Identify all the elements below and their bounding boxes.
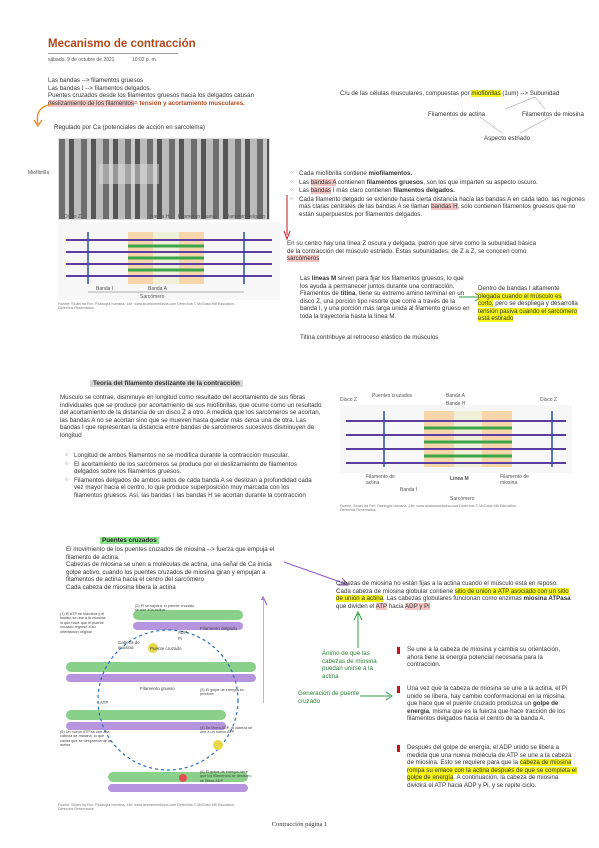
teoria-bullet-2: El acortamiento de los sarcómeros se pro… [65, 461, 316, 476]
puentes-label: Puentes cruzados [372, 393, 413, 399]
disco-z-label-3: Disco Z [540, 397, 557, 403]
banda-h-label: Banda H [150, 214, 170, 220]
cycle-step-1: (1) El ATP se hidroliza y el fosfato se … [60, 612, 107, 634]
teoria-bullet-3: Filamentos delgados de ambos lados de ca… [65, 477, 316, 500]
sarcomero-label-2: Sarcómero [450, 496, 475, 502]
bullet-1: Cada miofibrilla contiene miofilamentos. [290, 170, 589, 178]
teoria-bullet-1: Longitud de ambos filamentos no se modif… [65, 452, 316, 460]
fil-grueso-label: Filamento grueso [178, 214, 217, 220]
estriado-label: Aspecto estriado [484, 135, 531, 142]
fil-grueso-label-3: Filamento grueso [140, 686, 175, 691]
step-3-text: Después del golpe de energía, el ADP uni… [407, 744, 577, 789]
fig1-source: Fuente: Stuart Ira Fox: Fisiología human… [58, 302, 235, 311]
bandas-a-highlight: bandas A [310, 178, 337, 186]
sarcomere-diagram [58, 222, 280, 300]
crossbridge-cycle-diagram [58, 600, 263, 800]
subunidad-text: (1um) --> Subunidad [502, 90, 560, 97]
puentes-text: El movimiento de los puentes cruzados de… [66, 546, 275, 591]
cabezas-text: Cabezas de miosina no están fijas a la a… [336, 580, 571, 610]
step-1-text: Se une a la cabeza de miosina y cambia s… [407, 646, 561, 669]
teoria-bullets: Longitud de ambos filamentos no se modif… [64, 452, 316, 501]
fig3-source: Fuente: Stuart Ira Fox: Fisiología human… [58, 803, 235, 812]
banda-i-label: Banda I [96, 286, 114, 292]
tension-text: = tensión y acortamiento musculares. [133, 99, 245, 107]
page-time: 10:02 p. m. [132, 57, 158, 63]
bullet-3: Las bandas I más claro contienen filamen… [290, 187, 589, 195]
banda-h-label-2: Banda H [446, 401, 466, 407]
green-arrow-up [353, 610, 363, 648]
adp-label: ADP [178, 630, 188, 635]
titina-text: Titina contribuye al retroceso elástico … [300, 334, 439, 341]
concept-lines [479, 96, 551, 134]
sarcomero-label: Sarcómero [140, 294, 165, 300]
step-2-text: Una vez que la cabeza de miosina se une … [407, 685, 568, 723]
miofibrillas-highlight: miofibrillas [471, 90, 501, 97]
banda-a-label: Banda A [148, 286, 167, 292]
cycle-step-4: (4) Se libera ADP, la cabeza se une a un… [200, 726, 253, 735]
pi-label: Pi [178, 636, 183, 641]
atp-highlight: ATP [375, 602, 388, 610]
fil-delgado-label: Filamento delgado [224, 214, 266, 220]
miofibrilla-label: Miofibrilla [28, 170, 50, 176]
cabeza-label: Cabeza de miosina [118, 640, 140, 650]
disco-z-label: Disco Z [64, 214, 81, 220]
step-marker-3 [397, 745, 400, 752]
cycle-step-3: (3) El golpe de energía se produce [200, 688, 244, 697]
adp-pi-highlight: ADP y Pi [404, 602, 430, 610]
intro-block: Las bandas --> filamentos gruesos Las ba… [48, 77, 328, 107]
zline-text: En su centro hay una línea Z oscura y de… [287, 240, 537, 263]
right-top-line: C/u de las células musculares, compuesta… [340, 90, 599, 98]
fil-miosina-label: Filamento de miosina [500, 474, 529, 486]
mline-text: Las líneas M sirven para fijar los filam… [300, 275, 470, 320]
step-marker-2 [397, 686, 400, 693]
regulado-text: Regulado por Ca (potenciales de acción e… [54, 124, 205, 131]
banda-a-label-2: Banda A [446, 393, 465, 399]
bullet-4: Cada filamento delgado se extiende hasta… [290, 196, 589, 219]
micrograph-image [58, 138, 270, 220]
teoria-title: Teoría del filamento deslizante de la co… [90, 380, 243, 387]
intro-line-3: Puentes cruzados desde los filamentos gr… [48, 92, 255, 100]
page-date: sábado, 9 de octubre de 2021 [48, 57, 115, 63]
cycle-step-6: (6) El golpe de energía hace que los fil… [200, 770, 252, 783]
bullet-2: Las bandas A contienen filamentos grueso… [290, 178, 589, 187]
intro-line-2: Las bandas I --> filamentos delgados. [48, 84, 152, 92]
teoria-paragraph: Músculo se contrae, disminuye en longitu… [60, 394, 322, 439]
miosina-label: Filamentos de miosina [522, 111, 584, 118]
title-underline [48, 53, 178, 54]
green-note-1: Ánimo de que las cabezas de miosina pued… [322, 650, 377, 680]
orange-arrow [33, 103, 55, 128]
yellow-note: Dentro de bandas I altamente plegada cua… [478, 285, 578, 323]
actina-label: Filamentos de actina [428, 111, 486, 118]
page-title: Mecanismo de contracción [48, 38, 196, 50]
intro-line-1: Las bandas --> filamentos gruesos [48, 77, 144, 84]
cycle-step-2: (2) Pi se separa, el puente cruzado se u… [135, 604, 195, 613]
celulas-text: C/u de las células musculares, compuesta… [340, 90, 470, 97]
fig2-source: Fuente: Stuart Ira Fox: Fisiología human… [340, 504, 517, 513]
intro-line-4: deslizamiento de los filamentos= tensión… [48, 99, 328, 108]
deslizamiento-highlight: deslizamiento de los filamentos [48, 99, 134, 107]
bandas-h-highlight: bandas H [431, 203, 458, 211]
cycle-step-5: (5) Un nuevo ATP se une a la cabeza de m… [60, 730, 111, 748]
disco-z-label-2: Disco Z [340, 397, 357, 403]
fil-delgado-label-3: Filamento delgado [200, 626, 238, 631]
linea-m-label: Línea M [450, 476, 469, 482]
miofibrilla-bullets: Cada miofibrilla contiene miofilamentos.… [289, 170, 589, 220]
atp-label: ATP [100, 700, 109, 705]
sarcomeros-highlight: sarcómeros [287, 255, 320, 263]
page-footer: Contracción página 1 [271, 821, 328, 828]
fil-actina-label: Filamento de actina [366, 474, 395, 486]
green-arrow-right [360, 691, 393, 701]
bandas-i-highlight: bandas [310, 187, 332, 195]
step-marker-1 [397, 647, 400, 654]
sliding-filament-diagram [340, 405, 572, 473]
banda-i-label-2: Banda I [400, 487, 418, 493]
purple-arrow [283, 561, 350, 586]
green-note-2: Generación de puente cruzado [298, 690, 360, 705]
puente-label: Puente cruzado [150, 646, 182, 651]
red-arrow-down [283, 195, 291, 241]
puentes-title: Puentes cruzados [100, 537, 159, 544]
